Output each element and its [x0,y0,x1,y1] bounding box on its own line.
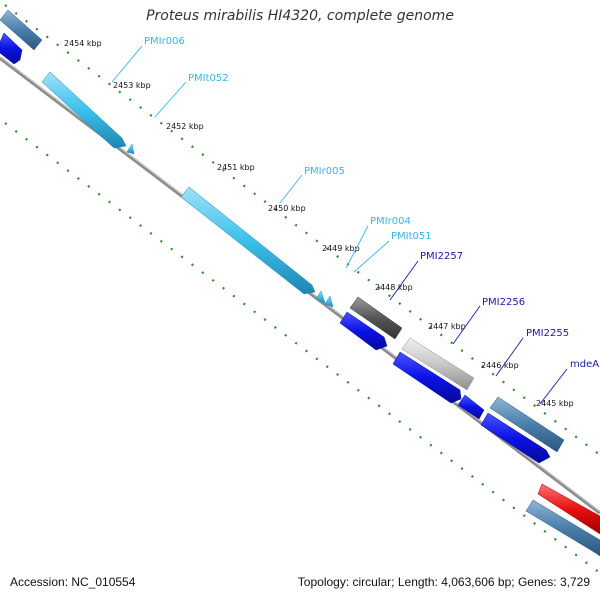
gene-leader-line [495,337,524,377]
gene-label-pmit052[interactable]: PMIt052 [188,73,229,84]
feature-arrow-pmir004 [315,290,326,304]
tick-labels: 2454 kbp 2453 kbp 2452 kbp 2451 kbp 2450 kbp… [64,39,574,408]
tick-label: 2452 kbp [166,122,204,131]
feature-arrow-mdea [489,396,565,453]
feature-arrow-blue-top-left [0,32,23,65]
feature-track [0,9,600,557]
feature-arrow-blue-4 [480,412,551,464]
feature-arrow-blue-3 [457,394,485,420]
dotted-row-lower [4,122,600,574]
gene-label-pmir004[interactable]: PMIr004 [370,216,411,227]
gene-label-pmi2257[interactable]: PMI2257 [420,251,463,262]
feature-arrow-pmit052 [126,143,135,155]
gene-label-pmir006[interactable]: PMIr006 [144,36,185,47]
feature-arrow-pmi2256 [401,337,475,391]
gene-leader-line [452,305,481,345]
gene-label-pmit051[interactable]: PMIt051 [391,231,432,242]
gene-leader-line [345,225,369,269]
gene-label-pmir005[interactable]: PMIr005 [304,166,345,177]
dotted-row-upper [4,4,600,456]
feature-arrow-pmi2257 [349,296,403,340]
gene-label-pmi2255[interactable]: PMI2255 [526,328,569,339]
feature-arrow-steel-top-left [0,9,43,51]
gene-label-mdea[interactable]: mdeA [570,359,599,370]
accession-text: Accession: NC_010554 [10,575,136,589]
tick-label: 2448 kbp [375,283,413,292]
feature-arrow-pmir006 [41,71,127,149]
gene-leader-line [154,81,187,118]
tick-label: 2446 kbp [481,361,519,370]
feature-arrow-red [537,483,600,535]
feature-arrow-blue-2 [392,351,462,404]
tick-label: 2450 kbp [268,204,306,213]
gene-callouts: PMIr006PMIt052PMIr005PMIr004PMIt051PMI22… [111,36,599,405]
feature-arrow-pmir005 [180,186,316,295]
tick-label: 2451 kbp [217,163,255,172]
gene-leader-line [111,45,143,83]
tick-label: 2453 kbp [113,81,151,90]
gene-leader-line [279,174,303,204]
tick-label: 2454 kbp [64,39,102,48]
genome-summary-text: Topology: circular; Length: 4,063,606 bp… [297,575,590,589]
feature-arrow-steel-bottom-right [525,499,600,557]
gene-leader-line [389,260,419,301]
tick-label: 2445 kbp [536,399,574,408]
feature-arrow-blue-1 [339,311,388,351]
gene-leader-line [539,368,568,405]
feature-arrow-pmit051 [324,295,334,308]
tick-label: 2447 kbp [428,322,466,331]
gene-label-pmi2256[interactable]: PMI2256 [482,297,525,308]
tick-label: 2449 kbp [322,244,360,253]
gene-leader-line [353,240,390,273]
page-title: Proteus mirabilis HI4320, complete genom… [146,8,454,24]
